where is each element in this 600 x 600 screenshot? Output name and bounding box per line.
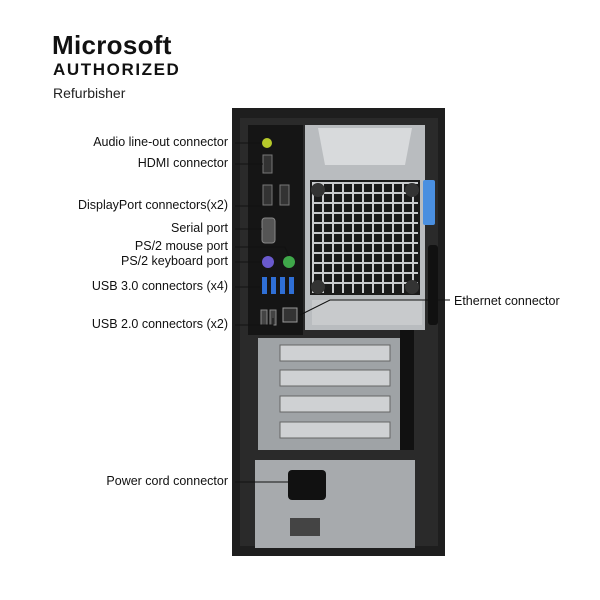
grille-bar — [412, 182, 414, 293]
power-socket — [288, 470, 326, 500]
label-power: Power cord connector — [106, 474, 228, 488]
grille-bar — [312, 262, 418, 264]
label-ps2-keyboard: PS/2 keyboard port — [120, 254, 228, 268]
grille-bar — [372, 182, 374, 293]
grille-bar — [312, 202, 418, 204]
latch — [423, 180, 435, 225]
grille-bar — [392, 182, 394, 293]
audio-port — [262, 138, 272, 148]
label-ps2-mouse: PS/2 mouse port — [134, 239, 228, 253]
label-displayport: DisplayPort connectors(x2) — [77, 198, 228, 212]
grille-bar — [312, 242, 418, 244]
label-serial: Serial port — [171, 221, 228, 235]
grille-bar — [332, 182, 334, 293]
grille-bar — [352, 182, 354, 293]
grille-bar — [322, 182, 324, 293]
grille-bar — [362, 182, 364, 293]
grille-bar — [382, 182, 384, 293]
grille-bar — [312, 272, 418, 274]
grille-bar — [312, 212, 418, 214]
grille-bar — [312, 182, 418, 184]
grille-bar — [342, 182, 344, 293]
label-ethernet: Ethernet connector — [454, 294, 560, 308]
grille-bar — [402, 182, 404, 293]
grille-bar — [312, 232, 418, 234]
label-hdmi: HDMI connector — [137, 156, 228, 170]
grille-bar — [312, 182, 314, 293]
brand-refurbisher: Refurbisher — [53, 85, 126, 101]
grille-bar — [312, 192, 418, 194]
grille-bar — [312, 282, 418, 284]
fan-grille — [310, 180, 420, 295]
label-usb3: USB 3.0 connectors (x4) — [91, 279, 228, 293]
grille-bar — [312, 252, 418, 254]
brand-authorized: AUTHORIZED — [53, 60, 181, 79]
label-audio: Audio line-out connector — [93, 135, 228, 149]
grille-bar — [312, 222, 418, 224]
power-supply — [255, 460, 415, 548]
label-usb2: USB 2.0 connectors (x2) — [91, 317, 228, 331]
brand-microsoft: Microsoft — [52, 30, 172, 60]
